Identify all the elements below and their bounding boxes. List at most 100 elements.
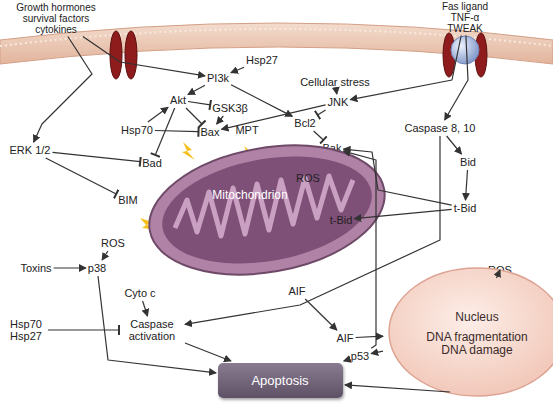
node-label: Bcl2: [294, 117, 315, 129]
node-label: Hsp70 Hsp27: [6, 318, 46, 342]
node-label: Bid: [460, 156, 476, 168]
inhibition-arrow: [318, 110, 326, 115]
node-label: Cyto c: [124, 287, 155, 299]
node-label: Toxins: [20, 262, 51, 274]
molecule-label: ERK 1/2: [10, 144, 51, 156]
mitochondrion: MitochondrionMPTROSt-Bid: [145, 140, 390, 280]
node-label: PI3k: [207, 72, 229, 84]
node-label: t-Bid: [330, 214, 353, 226]
node-label: ERK 1/2: [10, 144, 51, 156]
mitochondrion-shape: [145, 140, 390, 280]
inhibition-arrow: [48, 329, 119, 330]
node-label: Fas ligand TNF-α TWEAK: [435, 1, 495, 34]
node-label: Apoptosis: [251, 374, 308, 387]
molecule-label: MPT: [235, 124, 258, 136]
molecule-label: Caspase activation: [121, 318, 183, 342]
node-label: Hsp27: [246, 54, 278, 66]
activation-arrow: [34, 37, 92, 143]
activation-arrow: [344, 359, 349, 361]
activation-arrow: [371, 351, 383, 354]
molecule-label: Hsp70: [121, 124, 153, 136]
molecule-label: GSK3β: [212, 102, 248, 114]
node-label: GSK3β: [212, 102, 248, 114]
molecule-label: Hsp27: [246, 54, 278, 66]
node-label: JNK: [328, 96, 349, 108]
inhibition-arrow: [46, 158, 117, 194]
molecule-label: Bax: [201, 126, 220, 138]
node-label: Growth hormones survival factors cytokin…: [6, 2, 106, 35]
activation-arrow: [143, 301, 148, 316]
nucleus: NucleusDNA fragmentation DNA damage: [385, 262, 553, 402]
node-label: BIM: [118, 194, 138, 206]
activation-arrow: [148, 107, 168, 122]
node-label: ROS: [101, 237, 125, 249]
activation-arrow: [217, 116, 224, 124]
node-label: Caspase activation: [121, 318, 183, 342]
molecule-label: Bid: [460, 156, 476, 168]
cristae: [175, 176, 353, 236]
node-label: Mitochondrion: [212, 189, 287, 202]
molecule-label: t-Bid: [330, 214, 353, 226]
activation-arrow: [188, 85, 205, 94]
nucleus-outline: [389, 268, 553, 396]
node-body: DNA fragmentation DNA damage: [425, 331, 530, 357]
activation-arrow: [305, 299, 337, 330]
node-label: Bax: [201, 126, 220, 138]
molecule-label: Bad: [142, 157, 162, 169]
molecule-label: Cellular stress: [300, 76, 370, 88]
node-label: Hsp70: [121, 124, 153, 136]
receptor: [125, 31, 137, 79]
inhibition-arrow: [188, 102, 210, 105]
molecule-label: p38: [88, 262, 106, 274]
ligand-sphere: [451, 36, 479, 64]
node-label: p38: [88, 262, 106, 274]
inhibition-arrow: [53, 152, 141, 161]
receptor: [110, 31, 122, 79]
molecule-label: JNK: [328, 96, 349, 108]
activation-arrow: [98, 276, 216, 373]
molecule-label: ROS: [296, 172, 320, 184]
node-label: MPT: [235, 124, 258, 136]
activation-arrow: [83, 37, 205, 76]
molecule-label: AIF: [336, 332, 353, 344]
activation-arrow: [336, 90, 338, 94]
inhibition-arrow: [186, 108, 202, 124]
node-label: p53: [351, 350, 369, 362]
molecule-label: Hsp70 Hsp27: [6, 318, 46, 342]
molecule-label: Fas ligand TNF-α TWEAK: [435, 1, 495, 34]
node-label: AIF: [336, 332, 353, 344]
molecule-label: Cyto c: [124, 287, 155, 299]
inhibition-arrow: [155, 108, 174, 155]
node-label: Caspase 8, 10: [405, 122, 476, 134]
activation-arrow: [102, 251, 108, 260]
molecule-label: BIM: [118, 194, 138, 206]
activation-arrow: [447, 136, 462, 154]
node-label: Bad: [142, 157, 162, 169]
node-label: Nucleus: [455, 311, 498, 324]
molecule-label: Akt: [170, 94, 186, 106]
inner-matrix: [154, 141, 380, 278]
activation-arrow: [231, 67, 244, 72]
activation-arrow: [466, 170, 468, 200]
molecule-label: Bcl2: [294, 117, 315, 129]
activation-arrow: [445, 36, 468, 121]
outcome-box: Apoptosis: [218, 363, 343, 398]
outer-membrane: [145, 140, 390, 280]
activation-arrow: [185, 343, 231, 361]
node-label: t-Bid: [454, 202, 477, 214]
molecule-label: p53: [351, 350, 369, 362]
molecule-label: Caspase 8, 10: [405, 122, 476, 134]
node-label: Cellular stress: [300, 76, 370, 88]
molecule-label: t-Bid: [454, 202, 477, 214]
node-label: ROS: [296, 172, 320, 184]
molecule-label: Growth hormones survival factors cytokin…: [6, 2, 106, 35]
molecule-label: Toxins: [20, 262, 51, 274]
molecule-label: ROS: [101, 237, 125, 249]
inhibition-arrow: [314, 131, 324, 140]
activation-arrow: [350, 36, 461, 100]
node-label: AIF: [288, 285, 305, 297]
molecule-label: AIF: [288, 285, 305, 297]
lightning-bolt: [182, 142, 195, 160]
activation-arrow: [356, 336, 383, 337]
